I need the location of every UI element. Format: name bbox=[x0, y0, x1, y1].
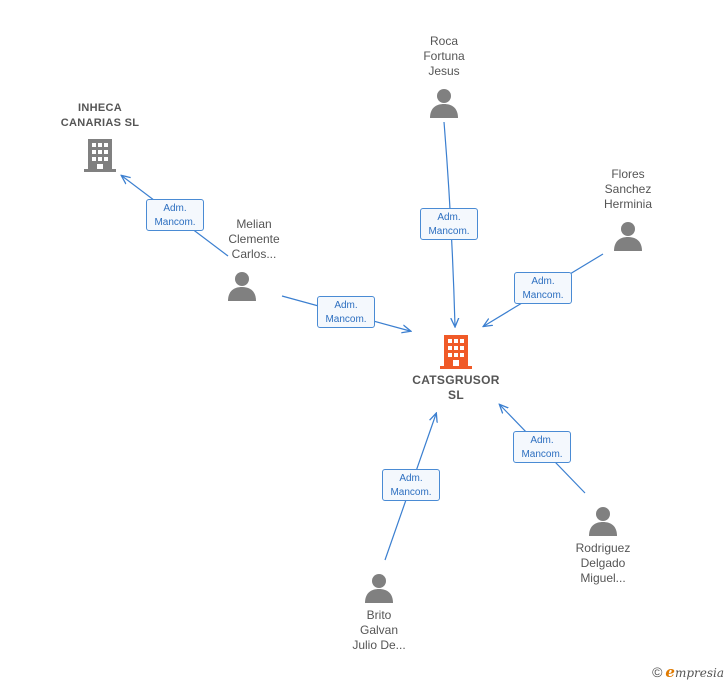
edge-label-brito-catsgrusor[interactable]: Adm. Mancom. bbox=[382, 469, 440, 501]
edge-label-line2: Mancom. bbox=[390, 487, 432, 498]
edge-label-line2: Mancom. bbox=[522, 290, 564, 301]
edge-label-rodriguez-catsgrusor[interactable]: Adm. Mancom. bbox=[513, 431, 571, 463]
edge-label-line1: Adm. bbox=[399, 473, 423, 484]
edge-label-roca-catsgrusor[interactable]: Adm. Mancom. bbox=[420, 208, 478, 240]
edge-label-line2: Mancom. bbox=[154, 217, 196, 228]
edge-label-line2: Mancom. bbox=[521, 449, 563, 460]
edge-label-flores-catsgrusor[interactable]: Adm. Mancom. bbox=[514, 272, 572, 304]
footer-credit: ©empresia bbox=[652, 663, 724, 681]
building-icon bbox=[440, 335, 472, 369]
edge-label-line2: Mancom. bbox=[428, 226, 470, 237]
node-roca-fortuna-jesus[interactable]: Roca Fortuna Jesus bbox=[404, 34, 484, 119]
node-melian-clemente-carlos[interactable]: Melian Clemente Carlos... bbox=[214, 217, 294, 302]
edge-label-melian-catsgrusor[interactable]: Adm. Mancom. bbox=[317, 296, 375, 328]
edge-label-line1: Adm. bbox=[437, 212, 461, 223]
person-icon bbox=[228, 272, 256, 301]
edge-label-line1: Adm. bbox=[530, 435, 554, 446]
building-icon bbox=[84, 139, 116, 172]
edge-label-melian-inheca[interactable]: Adm. Mancom. bbox=[146, 199, 204, 231]
node-rodriguez-delgado-miguel[interactable]: Rodriguez Delgado Miguel... bbox=[563, 505, 643, 586]
node-label: Melian Clemente Carlos... bbox=[228, 217, 280, 261]
node-brito-galvan-julio[interactable]: Brito Galvan Julio De... bbox=[339, 572, 419, 653]
edge-label-line1: Adm. bbox=[334, 300, 358, 311]
person-icon bbox=[365, 574, 393, 603]
node-label: INHECA CANARIAS SL bbox=[60, 102, 140, 129]
node-label: Brito Galvan Julio De... bbox=[352, 608, 406, 652]
node-inheca-canarias[interactable]: INHECA CANARIAS SL bbox=[58, 101, 142, 173]
copyright-icon: © bbox=[652, 664, 663, 680]
edge-label-line2: Mancom. bbox=[325, 314, 367, 325]
node-label: Roca Fortuna Jesus bbox=[423, 34, 465, 78]
person-icon bbox=[614, 222, 642, 251]
brand-logo: empresia bbox=[665, 663, 724, 681]
person-icon bbox=[430, 89, 458, 118]
edge-label-line1: Adm. bbox=[531, 276, 555, 287]
person-icon bbox=[589, 507, 617, 536]
node-label: Rodriguez Delgado Miguel... bbox=[575, 541, 631, 585]
node-label: Flores Sanchez Herminia bbox=[603, 167, 652, 211]
node-flores-sanchez-herminia[interactable]: Flores Sanchez Herminia bbox=[588, 167, 668, 252]
edge-label-line1: Adm. bbox=[163, 203, 187, 214]
node-label: CATSGRUSOR SL bbox=[412, 373, 500, 402]
node-catsgrusor[interactable]: CATSGRUSOR SL bbox=[406, 333, 506, 403]
